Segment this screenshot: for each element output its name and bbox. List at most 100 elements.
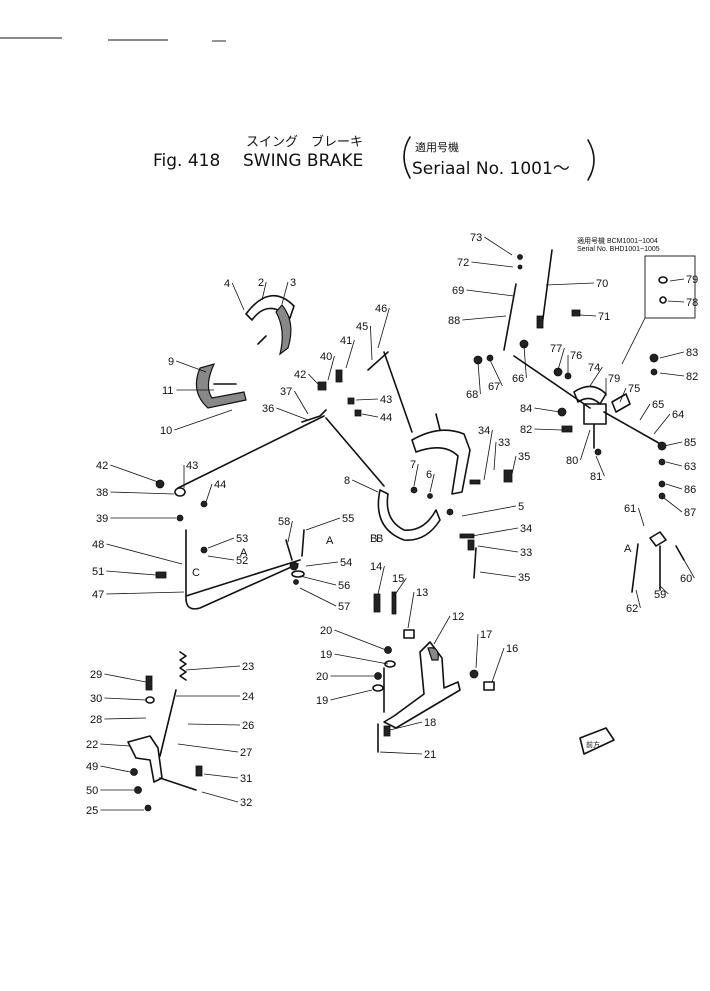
callout-3: 3 (290, 277, 296, 289)
leader-line (377, 307, 390, 349)
leader-line (299, 587, 337, 607)
callout-28: 28 (90, 714, 102, 726)
callout-74: 74 (588, 362, 600, 374)
leader-line (106, 570, 157, 576)
leader-line (104, 673, 147, 683)
leader-line (299, 575, 337, 586)
leader-line (100, 765, 131, 773)
leader-line (466, 289, 515, 297)
figure-number: Fig. 418 (153, 151, 220, 171)
callout-69: 69 (452, 285, 464, 297)
leader-line (294, 390, 309, 415)
leader-line (491, 647, 505, 683)
callout-24: 24 (242, 691, 254, 703)
callout-81: 81 (590, 471, 602, 483)
title-jp: スイング ブレーキ (246, 134, 363, 150)
parts (127, 249, 685, 812)
band-tab (435, 413, 441, 431)
callout-56: 56 (338, 580, 350, 592)
direction-plate-text: 前方 (586, 740, 600, 749)
callout-7: 7 (410, 459, 416, 471)
callout-18: 18 (424, 717, 436, 729)
leader-line (370, 325, 373, 361)
callout-78: 78 (686, 297, 698, 309)
leader-line (534, 428, 563, 431)
callout-36: 36 (262, 403, 274, 415)
leader-line (545, 282, 595, 286)
callout-19: 19 (316, 695, 328, 707)
callout-44: 44 (380, 412, 392, 424)
callout-45: 45 (356, 321, 368, 333)
callout-84: 84 (520, 403, 532, 415)
inset-bolt-79 (658, 276, 668, 284)
callout-57: 57 (338, 601, 350, 613)
leader-line (589, 366, 603, 387)
serial-jp: 適用号機 (415, 140, 459, 154)
callout-46: 46 (375, 303, 387, 315)
leader-line (276, 407, 309, 421)
callout-61: 61 (624, 503, 636, 515)
callout-6: 6 (426, 469, 432, 481)
callout-55: 55 (342, 513, 354, 525)
callout-68: 68 (466, 389, 478, 401)
leader-line (659, 351, 685, 359)
callout-70: 70 (596, 278, 608, 290)
callout-79: 79 (608, 373, 620, 385)
leader-line (477, 545, 519, 553)
callout-53: 53 (236, 533, 248, 545)
callout-88: 88 (448, 315, 460, 327)
callout-29: 29 (90, 669, 102, 681)
point-label-b: B (376, 533, 383, 545)
point-label-a: A (624, 543, 632, 555)
callout-13: 13 (416, 587, 428, 599)
callout-82: 82 (686, 371, 698, 383)
leader-line (461, 505, 517, 517)
leader-line (305, 561, 339, 567)
callout-48: 48 (92, 539, 104, 551)
leader-line (327, 355, 335, 381)
leader-line (231, 282, 245, 311)
title-paren-right (587, 139, 595, 181)
leader-line (462, 315, 507, 321)
leader-line (393, 577, 407, 597)
leader-line (377, 565, 385, 595)
leader-line (261, 281, 267, 301)
serial-range: Seriaal No. 1001～ (412, 159, 570, 179)
leader-line (334, 629, 387, 651)
callout-40: 40 (320, 351, 332, 363)
leader-line (389, 721, 423, 731)
leader-line (511, 455, 517, 475)
leader-line (203, 773, 239, 779)
leader-line (176, 360, 207, 373)
leader-line (429, 473, 435, 493)
leader-line (557, 347, 565, 371)
rod-65-64 (603, 411, 665, 447)
callout-72: 72 (457, 257, 469, 269)
leader-line (185, 665, 241, 671)
leader-line (330, 689, 373, 701)
callout-43: 43 (186, 460, 198, 472)
callout-41: 41 (340, 335, 352, 347)
callout-49: 49 (86, 761, 98, 773)
callout-37: 37 (280, 386, 292, 398)
callout-31: 31 (240, 773, 252, 785)
callout-35: 35 (518, 451, 530, 463)
callout-59: 59 (654, 589, 666, 601)
leader-line (489, 359, 503, 387)
rod-47-upper (185, 559, 301, 597)
leader-line (639, 403, 651, 421)
leader-line (619, 387, 627, 403)
direction-plate: 前方 (579, 727, 615, 755)
callout-42: 42 (96, 460, 108, 472)
leader-line (638, 507, 645, 527)
callout-73: 73 (470, 232, 482, 244)
callout-15: 15 (392, 573, 404, 585)
brake-lining-upper (275, 304, 292, 356)
callout-51: 51 (92, 566, 104, 578)
leader-line (653, 413, 671, 435)
leader-line (205, 483, 213, 503)
leader-line (635, 589, 641, 609)
point-label-a: A (240, 547, 248, 559)
callout-8: 8 (344, 475, 350, 487)
